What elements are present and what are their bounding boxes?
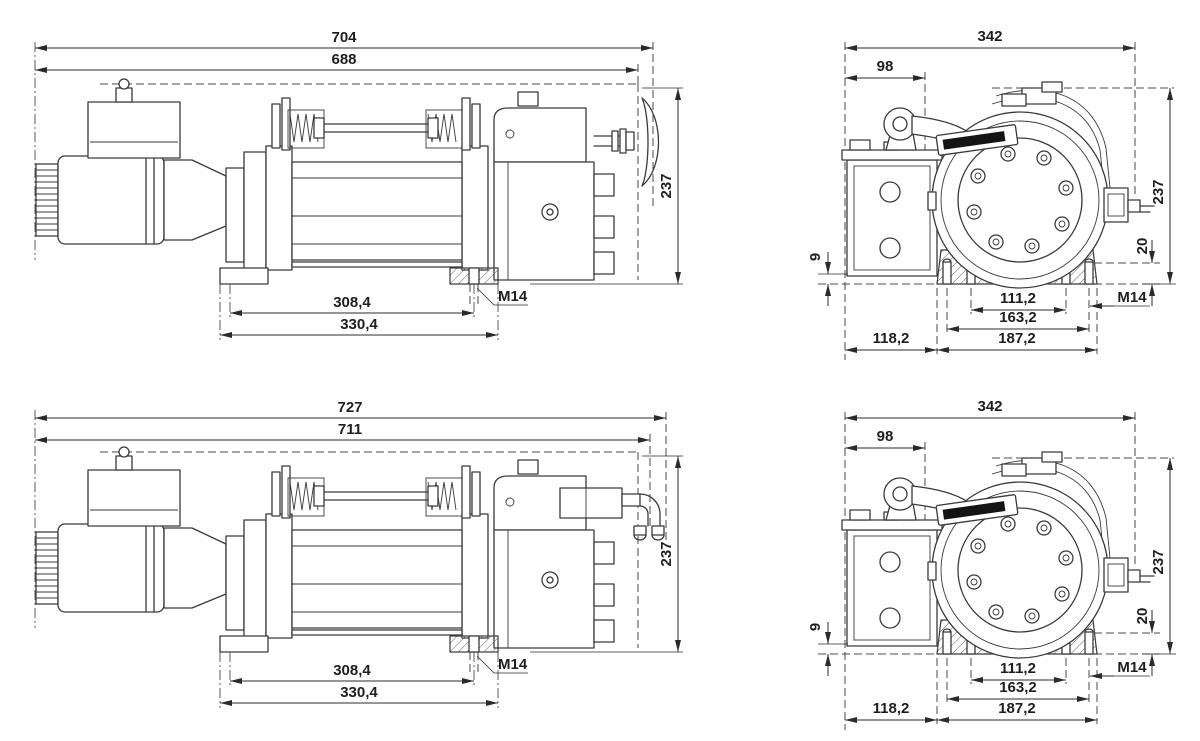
dim-gap: 9 [807,623,824,631]
dim-foot-step: 20 [1134,238,1151,255]
dim-holes-mid: 163,2 [999,679,1037,696]
view-side-manual-dims: 704 688 237 308,4 330,4 M14 [35,29,675,333]
dim-motor-offset: 98 [877,58,894,75]
dim-holes-mid: 163,2 [999,309,1037,326]
dim-thread: M14 [1117,289,1147,306]
dim-width: 342 [977,28,1002,45]
view-side-manual: 704 688 237 308,4 330,4 M14 [35,29,683,340]
dim-holes-inner: 111,2 [1000,660,1036,677]
dim-feet-span: 187,2 [998,330,1036,347]
dim-feet-span: 187,2 [998,700,1036,717]
dim-gap: 9 [807,253,824,261]
dim-foot-step: 20 [1134,608,1151,625]
dim-thread: M14 [498,656,528,673]
dim-body-length: 711 [338,421,362,438]
dim-overall-length: 727 [337,399,362,416]
dim-height: 237 [658,541,675,566]
dim-height: 237 [658,173,675,198]
dim-holes-inner: 111,2 [1000,290,1036,307]
dim-left-span: 118,2 [873,700,910,717]
dim-mount-inner: 308,4 [333,294,371,311]
dim-overall-length: 704 [331,29,357,46]
dim-width: 342 [977,398,1002,415]
view-side-air-dims: 727 711 237 308,4 330,4 M14 [35,399,675,701]
dim-mount-outer: 330,4 [340,684,378,701]
view-side-air: 727 711 237 308,4 330,4 M14 [35,399,683,708]
view-end-bottom-dims: 342 98 237 20 9 111,2 163,2 187,2 118,2 … [807,398,1167,717]
dim-thread: M14 [1117,659,1147,676]
dim-mount-outer: 330,4 [340,316,378,333]
dim-left-span: 118,2 [873,330,910,347]
view-end-bottom: 342 98 237 20 9 111,2 163,2 187,2 118,2 … [807,398,1176,730]
dim-body-length: 688 [331,51,356,68]
dim-height: 237 [1150,179,1167,204]
view-end-top: 342 98 237 20 9 111,2 163,2 187,2 118,2 … [807,28,1176,360]
dim-thread: M14 [498,288,528,305]
dim-motor-offset: 98 [877,428,894,445]
dim-height: 237 [1150,549,1167,574]
dim-mount-inner: 308,4 [333,662,371,679]
view-end-top-dims: 342 98 237 20 9 111,2 163,2 187,2 118,2 … [807,28,1167,347]
